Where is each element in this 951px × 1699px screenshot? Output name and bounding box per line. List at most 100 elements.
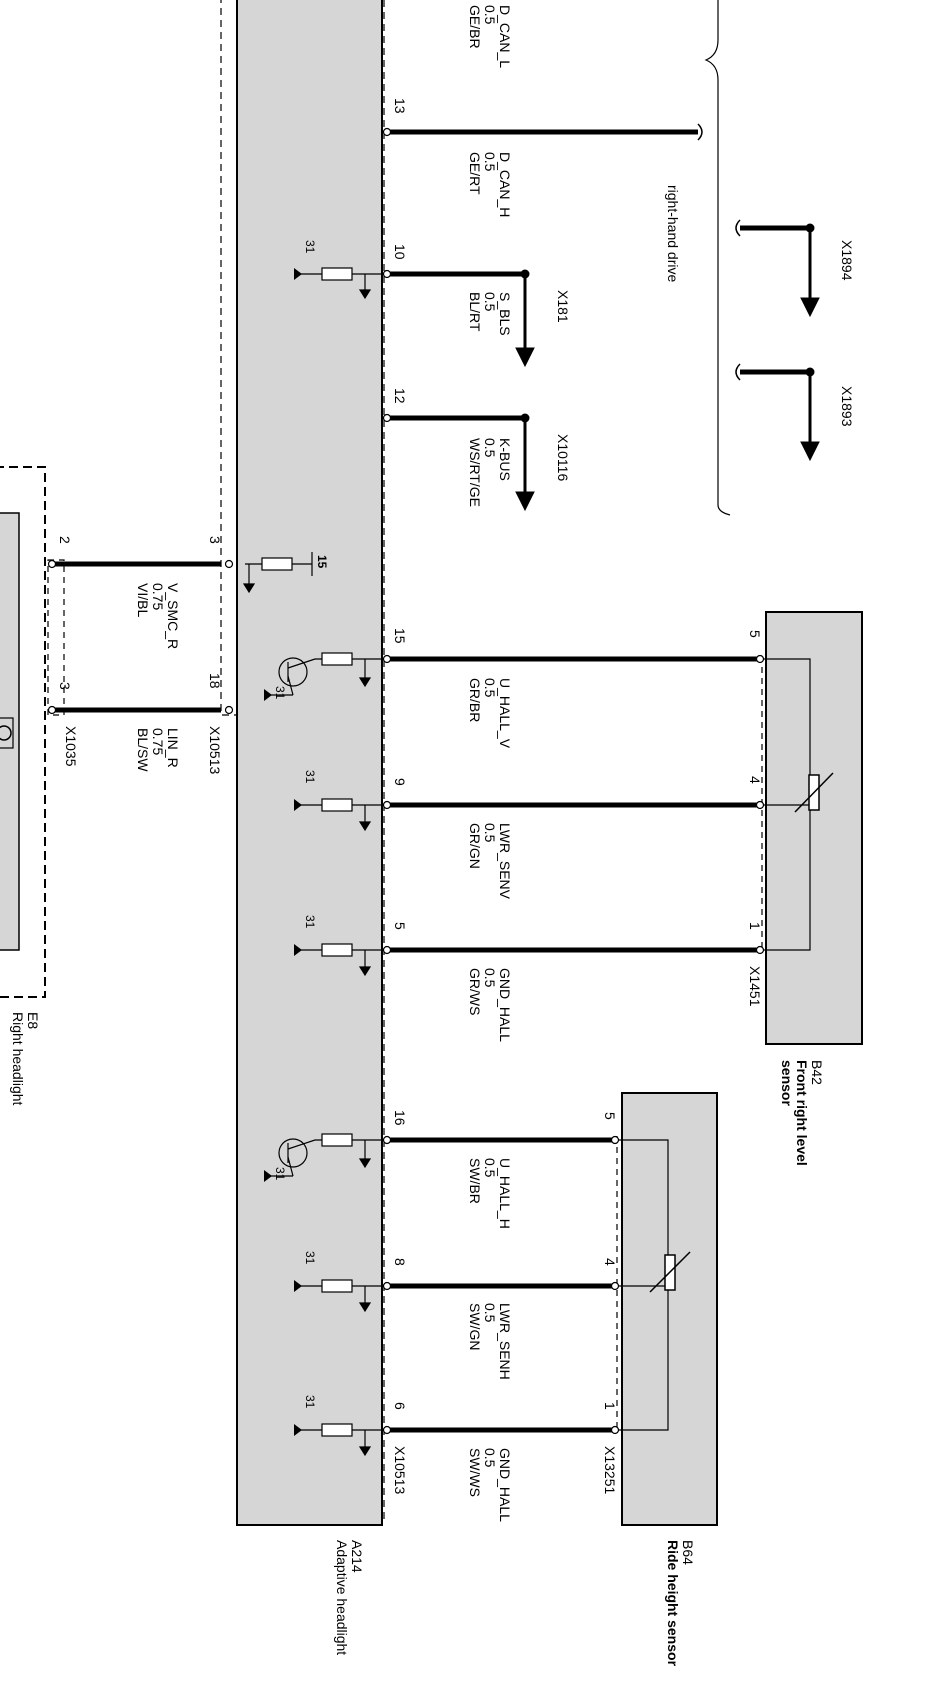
b42-pin: 4 xyxy=(747,776,763,784)
supply-label: 15 xyxy=(315,555,329,569)
wire-color: GR/BR xyxy=(467,678,483,722)
wires xyxy=(50,129,810,1433)
ground-label: 31 xyxy=(303,1395,317,1409)
rhd-note: right-hand drive xyxy=(665,185,681,282)
wire-color: GR/WS xyxy=(467,968,483,1015)
wire-gauge: 0.5 xyxy=(482,1448,498,1468)
signal-name: D_CAN_H xyxy=(497,152,513,217)
connector-x10513-bottom: X10513 xyxy=(392,1446,408,1494)
pin-number: 6 xyxy=(392,1402,408,1410)
wire-label-u-hall-v: U_HALL_V 0.5 GR/BR xyxy=(467,678,513,749)
connector-x10513-top: X10513 xyxy=(207,726,223,774)
connector-x181: X181 xyxy=(555,290,571,323)
pin-number: 18 xyxy=(207,673,223,689)
connector-x10116: X10116 xyxy=(555,434,571,481)
wire-color: BL/SW xyxy=(135,728,151,772)
wire-color: SW/WS xyxy=(467,1448,483,1497)
b42-pin: 5 xyxy=(747,630,763,638)
signal-name: GND_HALL xyxy=(497,968,513,1042)
e8-connector-strip xyxy=(47,559,65,716)
a214-internal-circuits xyxy=(242,267,384,1457)
wire-color: BL/RT xyxy=(467,292,483,332)
connector-x13251: X13251 xyxy=(602,1446,618,1494)
a214-module-body xyxy=(236,0,383,1526)
connector-arrows xyxy=(515,223,820,512)
wire-gauge: 0.5 xyxy=(482,438,498,458)
b42-module-body xyxy=(765,611,863,1045)
b42-name-line2: sensor xyxy=(779,1060,795,1106)
e8-name: Right headlight xyxy=(10,1012,26,1106)
e8-component-box xyxy=(0,717,14,749)
connector-x1894: X1894 xyxy=(839,240,855,281)
wire-gauge: 0.75 xyxy=(150,583,166,610)
b64-pin: 4 xyxy=(602,1258,618,1266)
wire-label-lin-r: LIN_R 0.75 BL/SW xyxy=(135,728,181,772)
e8-module-dashed-outline xyxy=(0,466,46,998)
signal-name: D_CAN_L xyxy=(497,5,513,68)
signal-name: U_HALL_H xyxy=(497,1158,513,1229)
ground-label: 31 xyxy=(303,915,317,929)
wire-color: WS/RT/GE xyxy=(467,438,483,507)
pin-number: 5 xyxy=(392,922,408,930)
b64-module-body xyxy=(621,1092,718,1526)
signal-name: LWR_SENH xyxy=(497,1303,513,1380)
wire-gauge: 0.5 xyxy=(482,152,498,172)
ground-label: 31 xyxy=(273,1167,287,1181)
b64-id: B64 xyxy=(680,1540,696,1565)
signal-name: U_HALL_V xyxy=(497,678,513,749)
wire-gauge: 0.5 xyxy=(482,5,498,25)
b64-name: Ride height sensor xyxy=(665,1540,681,1667)
signal-name: S_BLS xyxy=(497,292,513,336)
b42-name: Front right level xyxy=(794,1060,810,1166)
ground-label: 31 xyxy=(273,686,287,700)
e8-label: E8 Right headlight xyxy=(10,1012,41,1106)
wire-color: SW/GN xyxy=(467,1303,483,1350)
pin-number: 9 xyxy=(392,778,408,786)
pin-number: 13 xyxy=(392,98,408,114)
wire-label-u-hall-h: U_HALL_H 0.5 SW/BR xyxy=(467,1158,513,1229)
e8-pin-vsmc: 2 xyxy=(57,536,73,544)
wire-label-s-bls: S_BLS 0.5 BL/RT xyxy=(467,292,513,336)
b64-potentiometer-arrow xyxy=(649,1251,691,1293)
pin-number: 15 xyxy=(392,628,408,644)
signal-name: LWR_SENV xyxy=(497,823,513,900)
b42-pin: 1 xyxy=(747,922,763,930)
pin-number: 3 xyxy=(207,536,223,544)
ground-label: 31 xyxy=(303,240,317,254)
signal-name: LIN_R xyxy=(165,728,181,768)
remote-pin-numbers: 2 3 5 4 1 5 4 1 xyxy=(57,536,763,1410)
wire-gauge: 0.5 xyxy=(482,1158,498,1178)
a214-label: A214 Adaptive headlight xyxy=(334,1540,365,1655)
b64-pin: 1 xyxy=(602,1402,618,1410)
pin-number: 12 xyxy=(392,388,408,404)
e8-internal-component xyxy=(0,725,12,741)
e8-id: E8 xyxy=(25,1012,41,1029)
wire-color: SW/BR xyxy=(467,1158,483,1204)
wire-gauge: 0.5 xyxy=(482,968,498,988)
b64-label: B64 Ride height sensor xyxy=(665,1540,696,1667)
b42-potentiometer-arrow xyxy=(794,772,834,813)
a214-pin-numbers: 13 10 12 3 18 15 9 5 16 8 6 xyxy=(207,98,408,1410)
wire-color: GE/RT xyxy=(467,152,483,195)
connector-labels: X181 X10116 X1894 X1893 X10513 X1035 X14… xyxy=(63,240,855,1494)
signal-name: V_SMC_R xyxy=(165,583,181,649)
pin-number: 10 xyxy=(392,244,408,260)
ground-symbols xyxy=(264,268,302,1436)
connector-x1451: X1451 xyxy=(747,966,763,1007)
b64-pin: 5 xyxy=(602,1112,618,1120)
signal-name: GND_HALL xyxy=(497,1448,513,1522)
ground-labels: 31 31 31 31 31 31 31 15 xyxy=(273,240,329,1409)
ground-label: 31 xyxy=(303,770,317,784)
wire-gauge: 0.5 xyxy=(482,823,498,843)
connector-x1035: X1035 xyxy=(63,726,79,767)
wire-label-gnd-hall-1: GND_HALL 0.5 GR/WS xyxy=(467,968,513,1042)
wire-label-lwr-senh: LWR_SENH 0.5 SW/GN xyxy=(467,1303,513,1380)
ground-label: 31 xyxy=(303,1251,317,1265)
wire-color: GR/GN xyxy=(467,823,483,869)
wire-color: GE/BR xyxy=(467,5,483,49)
wire-label-v-smc-r: V_SMC_R 0.75 VI/BL xyxy=(135,583,181,649)
a214-id: A214 xyxy=(349,1540,365,1573)
b42-label: B42 Front right level sensor xyxy=(779,1060,825,1166)
pin-number: 16 xyxy=(392,1110,408,1126)
wire-label-d-can-l: D_CAN_L 0.5 GE/BR xyxy=(467,5,513,68)
